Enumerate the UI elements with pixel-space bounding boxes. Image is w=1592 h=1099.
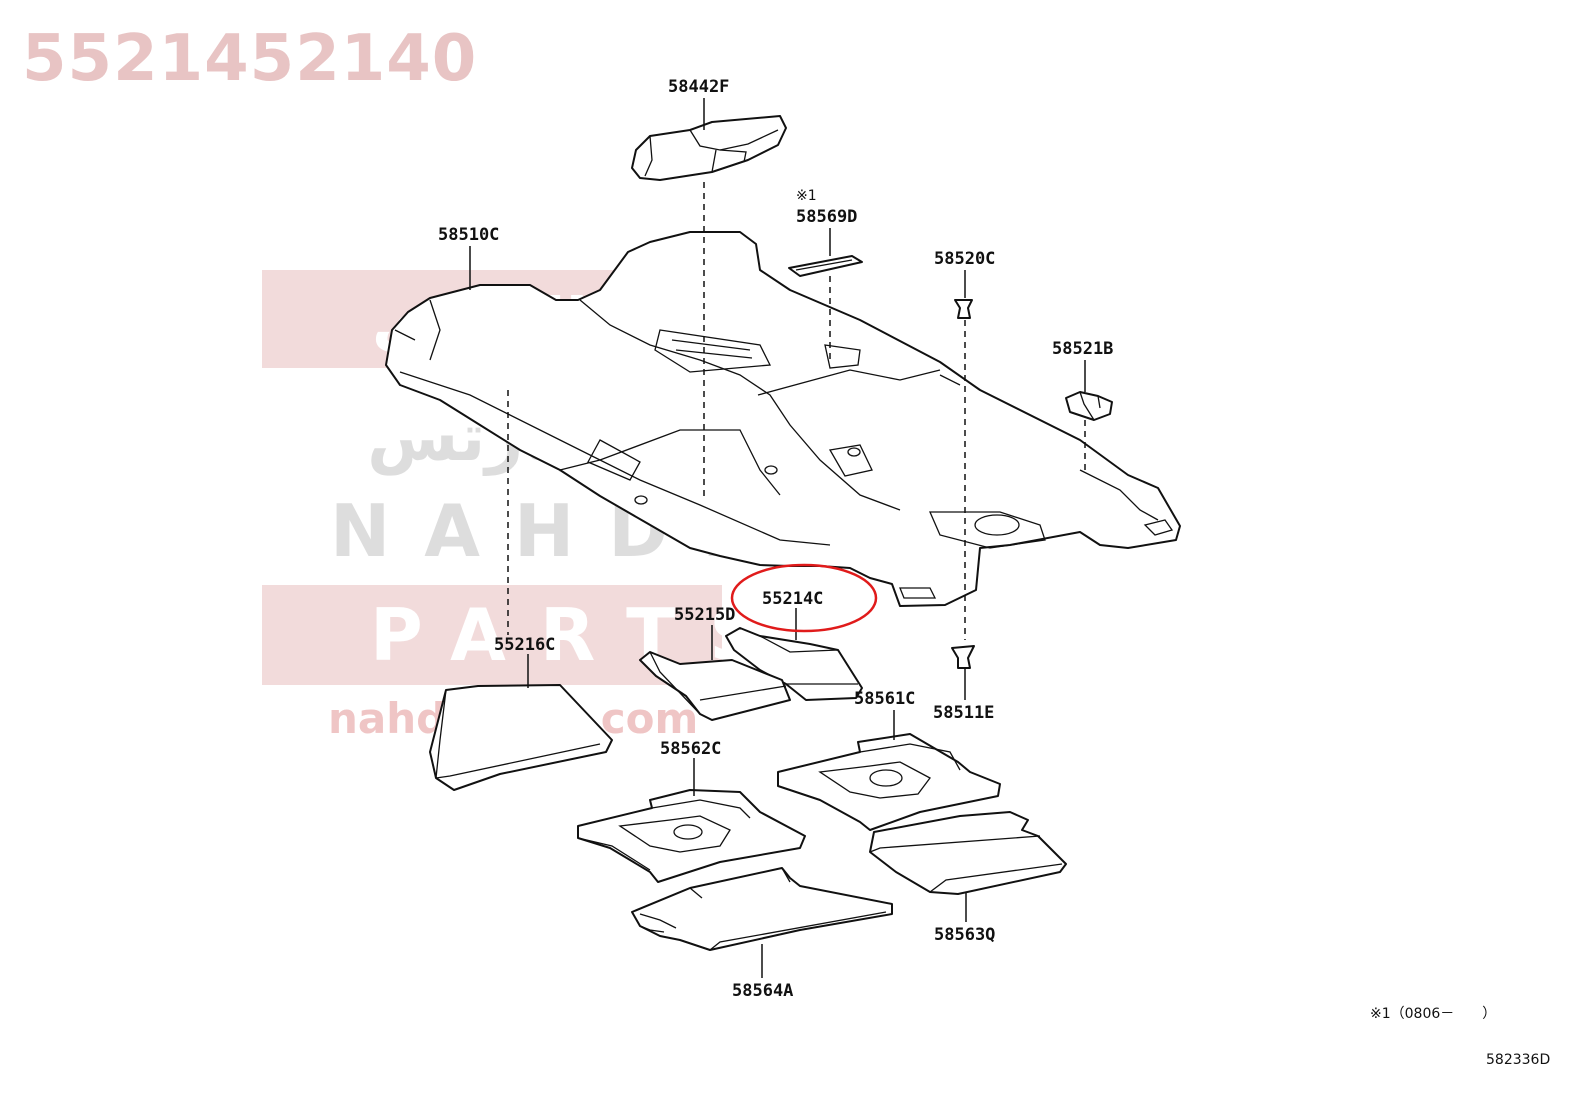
part-55214C-shape <box>725 627 863 701</box>
leader-lines <box>469 98 1086 978</box>
watermark-band-bottom <box>262 585 722 685</box>
callout-58520C: 58520C <box>934 249 995 269</box>
part-58562C-shape <box>577 789 806 883</box>
part-58563Q-shape <box>869 811 1067 895</box>
part-58510C-shape <box>385 231 1181 607</box>
callout-55216C: 55216C <box>494 635 555 655</box>
part-55216C-shape <box>429 684 613 791</box>
footnote: ※1（0806－ ） <box>1370 1006 1496 1022</box>
callout-labels: 58442F ※1 58569D 58510C 58520C 58521B 55… <box>438 77 1113 1001</box>
callout-58569D: 58569D <box>796 207 857 227</box>
callout-58562C: 58562C <box>660 739 721 759</box>
callout-58561C: 58561C <box>854 689 915 709</box>
part-58561C-shape <box>777 733 1001 831</box>
part-58521B-clip <box>1065 391 1113 421</box>
part-55215D-shape <box>639 651 791 721</box>
callout-58510C: 58510C <box>438 225 499 245</box>
part-58520C-clip <box>954 299 973 319</box>
part-58569D-shape <box>788 255 863 277</box>
callout-58563Q: 58563Q <box>934 925 995 945</box>
part-58564A-shape <box>631 867 893 951</box>
callout-55215D: 55215D <box>674 605 735 625</box>
part-58511E-clip <box>951 645 975 669</box>
callout-58442F: 58442F <box>668 77 729 97</box>
callout-58564A: 58564A <box>732 981 793 1001</box>
highlight-ring <box>730 563 878 633</box>
part-58442F-shape <box>631 115 787 181</box>
diagram-code: 582336D <box>1486 1052 1550 1068</box>
callout-55214C: 55214C <box>762 589 823 609</box>
callout-58511E: 58511E <box>933 703 994 723</box>
callout-58521B: 58521B <box>1052 339 1113 359</box>
part-number-title: 5521452140 <box>22 22 477 96</box>
callout-58569D-note: ※1 <box>796 188 817 204</box>
